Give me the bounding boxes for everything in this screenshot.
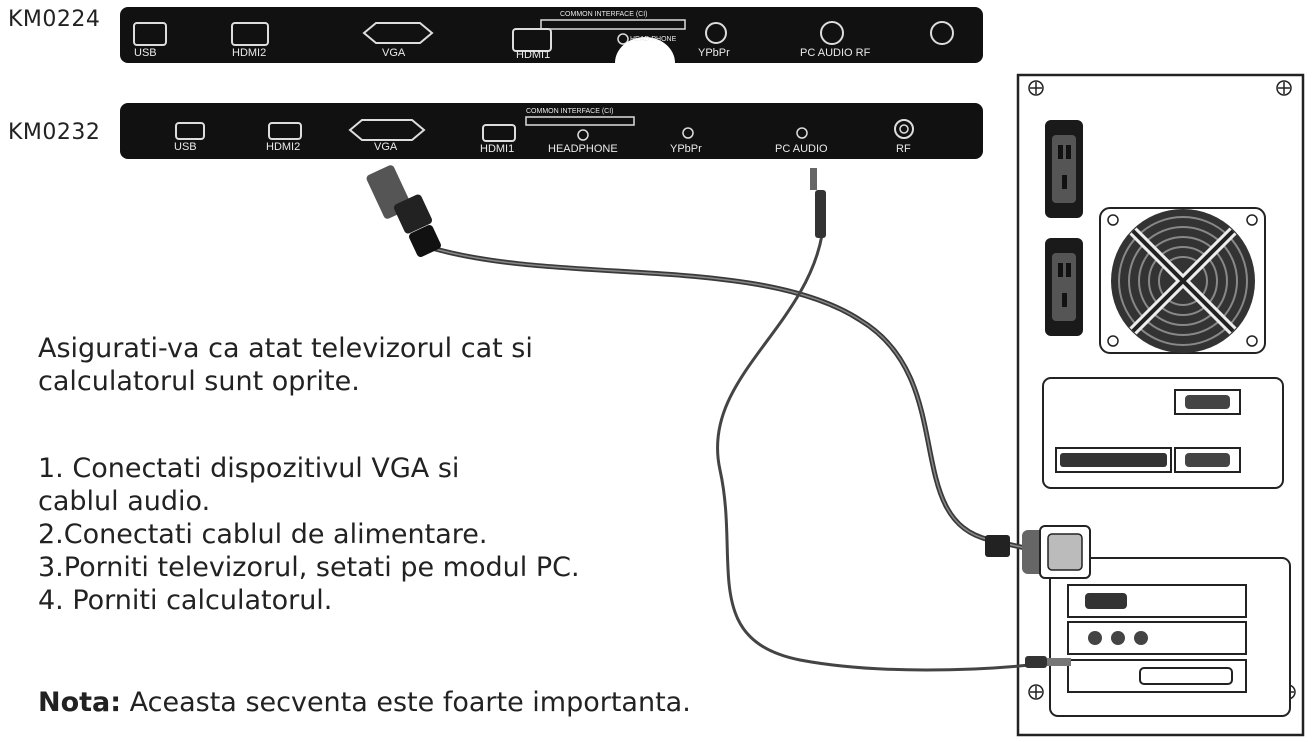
port-label: HDMI2	[232, 47, 267, 59]
port-label: HEADPHONE	[548, 143, 618, 155]
tv-panel-bottom: USB HDMI2 VGA HDMI1 COMMON INTERFACE (CI…	[120, 103, 983, 159]
port-label: RF	[896, 143, 911, 155]
power-socket-icon	[1045, 120, 1083, 218]
screw-icon	[1028, 684, 1044, 700]
port-label: HDMI2	[266, 141, 301, 153]
headphone-jack-icon	[577, 129, 589, 141]
step-1-cont: cablul audio.	[38, 486, 211, 517]
screw-icon	[1028, 80, 1044, 96]
port-label: COMMON INTERFACE (CI)	[526, 108, 614, 115]
port-label: USB	[134, 47, 157, 59]
vga-plug-icon	[366, 165, 441, 257]
note-label: Nota:	[38, 687, 122, 718]
ypbpr-jack-icon	[705, 22, 727, 44]
port-label: YPbPr	[670, 143, 702, 155]
vga-plug-icon	[1022, 525, 1091, 579]
audio-plug-icon	[810, 168, 826, 238]
panel-ports-bottom	[175, 116, 914, 142]
rf-jack-icon	[894, 119, 914, 139]
screw-icon	[1276, 80, 1292, 96]
hdmi-port-icon	[268, 122, 302, 140]
note-text: Aceasta secventa este foarte importanta.	[121, 687, 691, 718]
fan-grille-icon	[1099, 207, 1266, 354]
pcaudio-jack-icon	[820, 21, 844, 45]
steps-list: 1. Conectati dispozitivul VGA si cablul …	[38, 452, 580, 617]
port-label: VGA	[374, 141, 398, 153]
intro-line: calculatorul sunt oprite.	[38, 366, 360, 397]
vga-port-icon	[348, 119, 426, 141]
port-label: PC AUDIO RF	[800, 47, 871, 59]
port-label: VGA	[382, 47, 406, 59]
model-label-bottom: KM0232	[8, 120, 101, 145]
model-label-top: KM0224	[8, 7, 101, 32]
vga-port-icon	[362, 22, 434, 44]
port-label: YPbPr	[698, 47, 730, 59]
ci-slot-icon	[525, 116, 635, 126]
tv-panel-top: USB HDMI2 VGA HDMI1 COMMON INTERFACE (CI…	[120, 7, 983, 63]
pc-tower	[1016, 73, 1305, 737]
ci-slot-icon	[540, 19, 686, 30]
ypbpr-jack-icon	[682, 127, 694, 139]
io-panel	[1042, 377, 1284, 489]
port-label: PC AUDIO	[775, 143, 828, 155]
note: Nota: Aceasta secventa este foarte impor…	[38, 686, 691, 719]
step-4: 4. Porniti calculatorul.	[38, 585, 333, 616]
port-label: HDMI1	[480, 143, 515, 155]
intro-text: Asigurati-va ca atat televizorul cat si …	[38, 332, 533, 398]
step-3: 3.Porniti televizorul, setati pe modul P…	[38, 552, 580, 583]
port-label: COMMON INTERFACE (CI)	[560, 11, 648, 18]
expansion-slots	[1049, 557, 1291, 717]
pcaudio-jack-icon	[796, 127, 808, 139]
headphone-jack-icon	[617, 33, 629, 45]
step-1: 1. Conectati dispozitivul VGA si	[38, 453, 460, 484]
audio-plug-icon	[1025, 656, 1071, 668]
hdmi-port-icon	[231, 22, 269, 46]
intro-line: Asigurati-va ca atat televizorul cat si	[38, 333, 533, 364]
hdmi-port-icon	[482, 124, 516, 142]
hdmi-port-icon	[512, 28, 552, 52]
port-label: USB	[174, 141, 197, 153]
vga-cable	[366, 165, 1091, 579]
port-label: HDMI1	[516, 49, 551, 61]
usb-port-icon	[175, 122, 205, 140]
panel-ports-top	[133, 19, 954, 63]
step-2: 2.Conectati cablul de alimentare.	[38, 519, 488, 550]
usb-port-icon	[133, 22, 167, 46]
power-socket-icon	[1045, 238, 1083, 336]
rf-jack-icon	[930, 21, 954, 45]
port-label: HEAD PHONE	[630, 36, 677, 43]
audio-cable	[716, 168, 1071, 672]
